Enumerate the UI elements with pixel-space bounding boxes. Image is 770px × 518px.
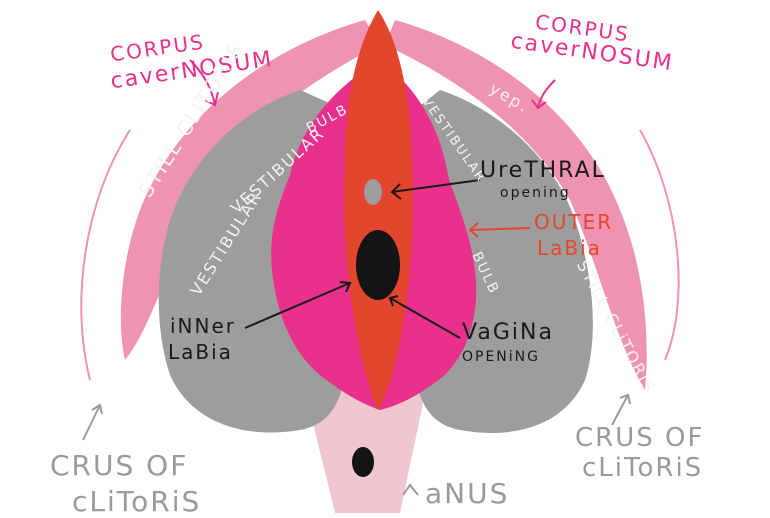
corpus-left-arrow <box>189 59 219 107</box>
anus-arrow <box>402 483 419 496</box>
vagina-arrow <box>388 295 461 339</box>
inner-labia-line1: iNNer <box>170 314 237 338</box>
anus-shape <box>352 447 374 477</box>
inner-labia-line2: LaBia <box>168 340 233 364</box>
corpus-right-arrow <box>531 79 556 110</box>
urethral-opening-line1: UreTHRAL <box>480 158 606 183</box>
crus-left-line2: cLiToRiS <box>72 485 202 518</box>
outer-labia-arrow <box>468 222 531 238</box>
urethral-opening-shape <box>364 179 382 205</box>
outer-labia-line2: LaBia <box>537 236 602 260</box>
crus-right-line2: cLiToRiS <box>582 453 704 483</box>
urethral-opening-line2: opening <box>500 185 571 201</box>
right-clitoral-crus <box>385 20 647 390</box>
vagina-opening-line1: VaGiNa <box>462 320 554 345</box>
inner-labia-shape <box>344 10 413 410</box>
left-clitoral-crus <box>120 20 381 360</box>
crus-right-arrow <box>611 393 631 426</box>
anus-label: aNUS <box>425 477 510 510</box>
crus-left-arrow <box>82 403 103 441</box>
inner-labia-arrow <box>244 281 352 329</box>
outer-labia-line1: OUTER <box>534 210 614 234</box>
right-outline-stroke <box>639 129 680 361</box>
vaginal-opening-shape <box>356 230 400 300</box>
crus-left-line1: CRUS OF <box>50 449 189 482</box>
left-outline-stroke <box>80 129 131 381</box>
vagina-opening-line2: OPENiNG <box>462 349 540 365</box>
crus-right-line1: CRUS OF <box>575 423 705 453</box>
urethral-arrow <box>390 179 481 200</box>
